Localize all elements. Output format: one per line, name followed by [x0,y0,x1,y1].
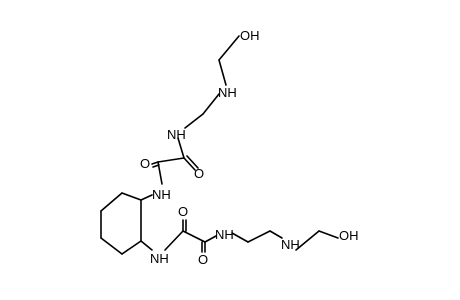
bond [140,194,153,201]
bond [151,161,159,165]
atom-label-o-top-right: O [194,166,204,181]
atom-label-nh-mid-amide: NH [215,227,234,242]
atom-label-oh-right: OH [339,228,359,243]
bond [186,155,199,169]
bond [100,192,123,212]
atom-label-nh-mid-amine: NH [281,237,300,252]
bonds [100,35,339,255]
bond [204,235,217,243]
atom-labels: OH NH NH O O NH O NH NH OH NH O [140,28,359,267]
atom-label-nh-top-amine: NH [218,85,237,100]
atom-label-nh-ring-lower: NH [150,251,169,266]
atom-label-o-mid-upper: O [178,204,188,219]
bond [295,230,320,251]
bond [218,35,240,61]
bond [231,232,249,243]
bond [164,230,184,251]
bond [269,230,283,239]
atom-label-nh-ring-upper: NH [152,187,171,202]
bond [100,237,123,255]
atom-label-o-top-left: O [140,156,150,171]
bond [318,230,339,239]
bond [202,93,220,115]
bond [247,230,271,243]
bond [121,240,142,255]
bond [183,157,196,171]
atom-label-oh-top: OH [240,28,260,43]
bond [218,59,227,86]
bond [157,157,185,163]
bond [182,230,206,243]
atom-label-nh-top-amide: NH [167,127,186,142]
bond [184,113,204,129]
bond [121,192,142,201]
bond [140,240,153,251]
bond [177,137,185,159]
bond [157,161,163,185]
atom-label-o-lower: O [198,252,208,267]
